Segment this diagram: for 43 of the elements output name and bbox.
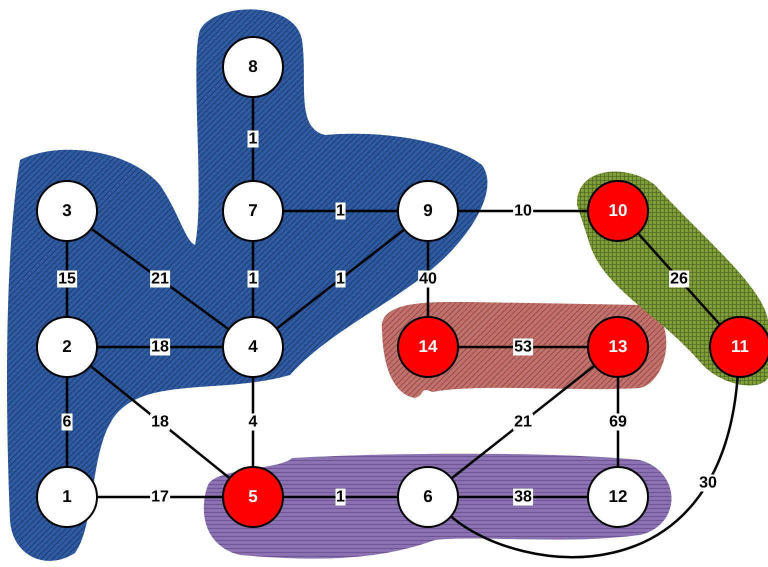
connector-line [90, 365, 230, 479]
node-number: 12 [608, 486, 628, 508]
edge-label: 4 [248, 414, 258, 430]
edge-label: 1 [335, 202, 346, 220]
node-number: 11 [731, 336, 749, 358]
node-number: 10 [608, 200, 628, 222]
connector-line [450, 378, 739, 558]
node-number: 14 [418, 336, 438, 358]
edge-label: 1 [248, 130, 258, 148]
edge-label: 15 [57, 270, 77, 288]
node-number: 6 [423, 486, 433, 508]
connector-line [98, 346, 222, 348]
node-number: 7 [248, 200, 258, 222]
edge-label: 21 [513, 414, 533, 430]
edge-label: 40 [418, 270, 438, 288]
node-number: 2 [62, 336, 72, 358]
node-number: 8 [248, 56, 258, 78]
edge-label: 1 [335, 488, 346, 506]
node-number: 5 [248, 486, 258, 508]
connector-line [284, 496, 397, 498]
connector-line [284, 210, 397, 212]
edge-label: 18 [150, 338, 170, 356]
connector-line [252, 378, 254, 466]
node-number: 3 [62, 200, 72, 222]
edge-label: 21 [150, 270, 170, 288]
node-number: 4 [248, 336, 258, 358]
edge-label: 53 [513, 338, 533, 356]
node-number: 1 [62, 486, 72, 508]
edge-label: 18 [150, 414, 170, 430]
connector-line [452, 365, 594, 479]
edge-label: 38 [513, 488, 533, 506]
edge-label: 6 [62, 414, 72, 430]
edge-label: 1 [248, 270, 258, 288]
connector-line [98, 496, 222, 498]
edge-label: 69 [608, 414, 628, 430]
edge-label: 1 [335, 270, 346, 288]
edge-label: 30 [698, 474, 718, 492]
connector-line [459, 496, 587, 498]
connector-line [616, 378, 620, 466]
connector-line [91, 228, 229, 330]
node-number: 13 [608, 336, 628, 358]
edge-label: 26 [669, 270, 689, 288]
node-number: 9 [423, 200, 433, 222]
